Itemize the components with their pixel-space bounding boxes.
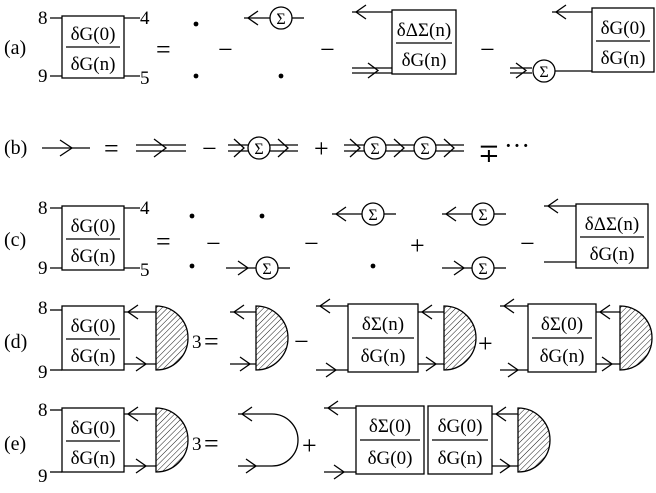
svg-text:5: 5 xyxy=(140,260,150,281)
svg-text:δΣ(0): δΣ(0) xyxy=(369,416,411,437)
minus-sign: − xyxy=(206,229,221,258)
svg-text:8: 8 xyxy=(38,198,48,219)
svg-text:δΔΣ(n): δΔΣ(n) xyxy=(585,214,639,235)
dot-icon xyxy=(259,213,265,219)
fraction-box-dDS-dGn xyxy=(391,9,457,75)
plus-sign: + xyxy=(302,431,317,460)
row-label-a: (a) xyxy=(4,37,26,59)
svg-text:δG(0): δG(0) xyxy=(368,448,413,469)
equation-row-b: (b) = − Σ + Σ Σ ∓ ··· xyxy=(4,131,530,168)
dot-icon xyxy=(278,73,284,79)
svg-text:4: 4 xyxy=(140,198,150,219)
minus-sign: − xyxy=(520,229,535,258)
svg-text:δG(0): δG(0) xyxy=(71,418,116,439)
hatched-semicircle-icon xyxy=(619,305,653,371)
equals-sign: = xyxy=(104,134,119,163)
svg-text:Σ: Σ xyxy=(368,207,377,224)
hatched-semicircle-icon xyxy=(155,407,189,473)
hatched-semicircle-icon xyxy=(155,305,189,371)
dot-icon xyxy=(189,213,195,219)
svg-text:δG(0): δG(0) xyxy=(71,316,116,337)
equation-row-a: (a) 8 9 δG(0) δG(n) 4 5 = − Σ − δΔΣ(n) δ… xyxy=(4,4,655,89)
svg-text:Σ: Σ xyxy=(262,261,271,278)
minus-plus-sign: ∓ xyxy=(478,139,500,168)
svg-text:8: 8 xyxy=(38,298,48,319)
sigma-circle-icon xyxy=(247,136,271,160)
sigma-circle-icon xyxy=(413,136,437,160)
fraction-box-dG0-dGn xyxy=(61,407,125,473)
svg-text:Σ: Σ xyxy=(420,141,429,158)
svg-text:δG(n): δG(n) xyxy=(402,50,447,71)
plus-sign: + xyxy=(478,329,493,358)
minus-sign: − xyxy=(320,35,335,64)
minus-sign: − xyxy=(218,35,233,64)
svg-text:δG(n): δG(n) xyxy=(71,246,116,267)
dot-icon xyxy=(189,263,195,269)
equals-sign: = xyxy=(204,327,219,356)
svg-text:Σ: Σ xyxy=(539,64,548,81)
row-label-b: (b) xyxy=(4,137,27,159)
minus-sign: − xyxy=(294,327,309,356)
dot-icon xyxy=(193,21,199,27)
svg-text:δΣ(0): δΣ(0) xyxy=(541,314,583,335)
fraction-box-dG0-dGn xyxy=(61,205,125,271)
svg-text:δG(n): δG(n) xyxy=(361,346,406,367)
ellipsis: ··· xyxy=(504,131,530,160)
equals-sign: = xyxy=(156,227,171,256)
row-label-c: (c) xyxy=(4,229,26,251)
hatched-semicircle-icon xyxy=(255,305,289,371)
svg-text:δG(n): δG(n) xyxy=(438,448,483,469)
svg-text:δΣ(n): δΣ(n) xyxy=(362,314,404,335)
svg-text:9: 9 xyxy=(38,258,48,279)
svg-text:9: 9 xyxy=(38,466,48,487)
svg-text:δΔΣ(n): δΔΣ(n) xyxy=(397,20,451,41)
row-label-d: (d) xyxy=(4,331,27,353)
svg-text:δG(n): δG(n) xyxy=(71,448,116,469)
fraction-numerator: δG(0) xyxy=(71,24,116,45)
svg-text:9: 9 xyxy=(38,362,48,383)
svg-text:δG(0): δG(0) xyxy=(438,416,483,437)
svg-text:Σ: Σ xyxy=(370,141,379,158)
svg-text:Σ: Σ xyxy=(478,261,487,278)
fraction-box-dDS-dGn xyxy=(575,203,649,269)
fraction-denominator: δG(n) xyxy=(71,54,116,75)
svg-text:δG(n): δG(n) xyxy=(540,346,585,367)
minus-sign: − xyxy=(202,134,217,163)
index-5: 5 xyxy=(140,68,150,89)
index-9: 9 xyxy=(38,66,48,87)
propagator-loop-icon xyxy=(238,413,299,467)
fraction-box-dG0-dGn xyxy=(61,305,125,371)
svg-text:δG(n): δG(n) xyxy=(71,346,116,367)
dot-icon xyxy=(193,73,199,79)
plus-sign: + xyxy=(314,134,329,163)
hatched-semicircle-icon xyxy=(443,305,477,371)
svg-text:3: 3 xyxy=(192,332,202,353)
svg-text:8: 8 xyxy=(38,400,48,421)
minus-sign: − xyxy=(480,35,495,64)
minus-sign: − xyxy=(304,229,319,258)
svg-text:δG(n): δG(n) xyxy=(590,244,635,265)
equation-row-e: (e) 8 9 δG(0) δG(n) 3 = + δΣ(0) δG(0) δG… xyxy=(4,400,551,487)
index-4: 4 xyxy=(140,8,150,29)
index-8: 8 xyxy=(38,8,48,29)
fraction-box-dG0-dGn xyxy=(591,7,655,73)
hatched-semicircle-icon xyxy=(517,407,551,473)
row-label-e: (e) xyxy=(4,433,26,455)
equals-sign: = xyxy=(204,429,219,458)
sigma-circle-icon xyxy=(363,136,387,160)
svg-text:δG(n): δG(n) xyxy=(601,48,646,69)
plus-sign: + xyxy=(410,231,425,260)
svg-text:3: 3 xyxy=(192,434,202,455)
svg-text:Σ: Σ xyxy=(254,141,263,158)
svg-text:Σ: Σ xyxy=(276,11,285,28)
dot-icon xyxy=(370,263,376,269)
svg-text:Σ: Σ xyxy=(478,207,487,224)
equals-sign: = xyxy=(156,35,171,64)
equation-row-c: (c) 8 9 δG(0) δG(n) 4 5 = − Σ − Σ + Σ xyxy=(4,198,649,281)
equation-row-d: (d) 8 9 δG(0) δG(n) 3 = − δΣ(n) δG(n) xyxy=(4,298,653,383)
svg-text:δG(0): δG(0) xyxy=(601,18,646,39)
svg-text:δG(0): δG(0) xyxy=(71,216,116,237)
